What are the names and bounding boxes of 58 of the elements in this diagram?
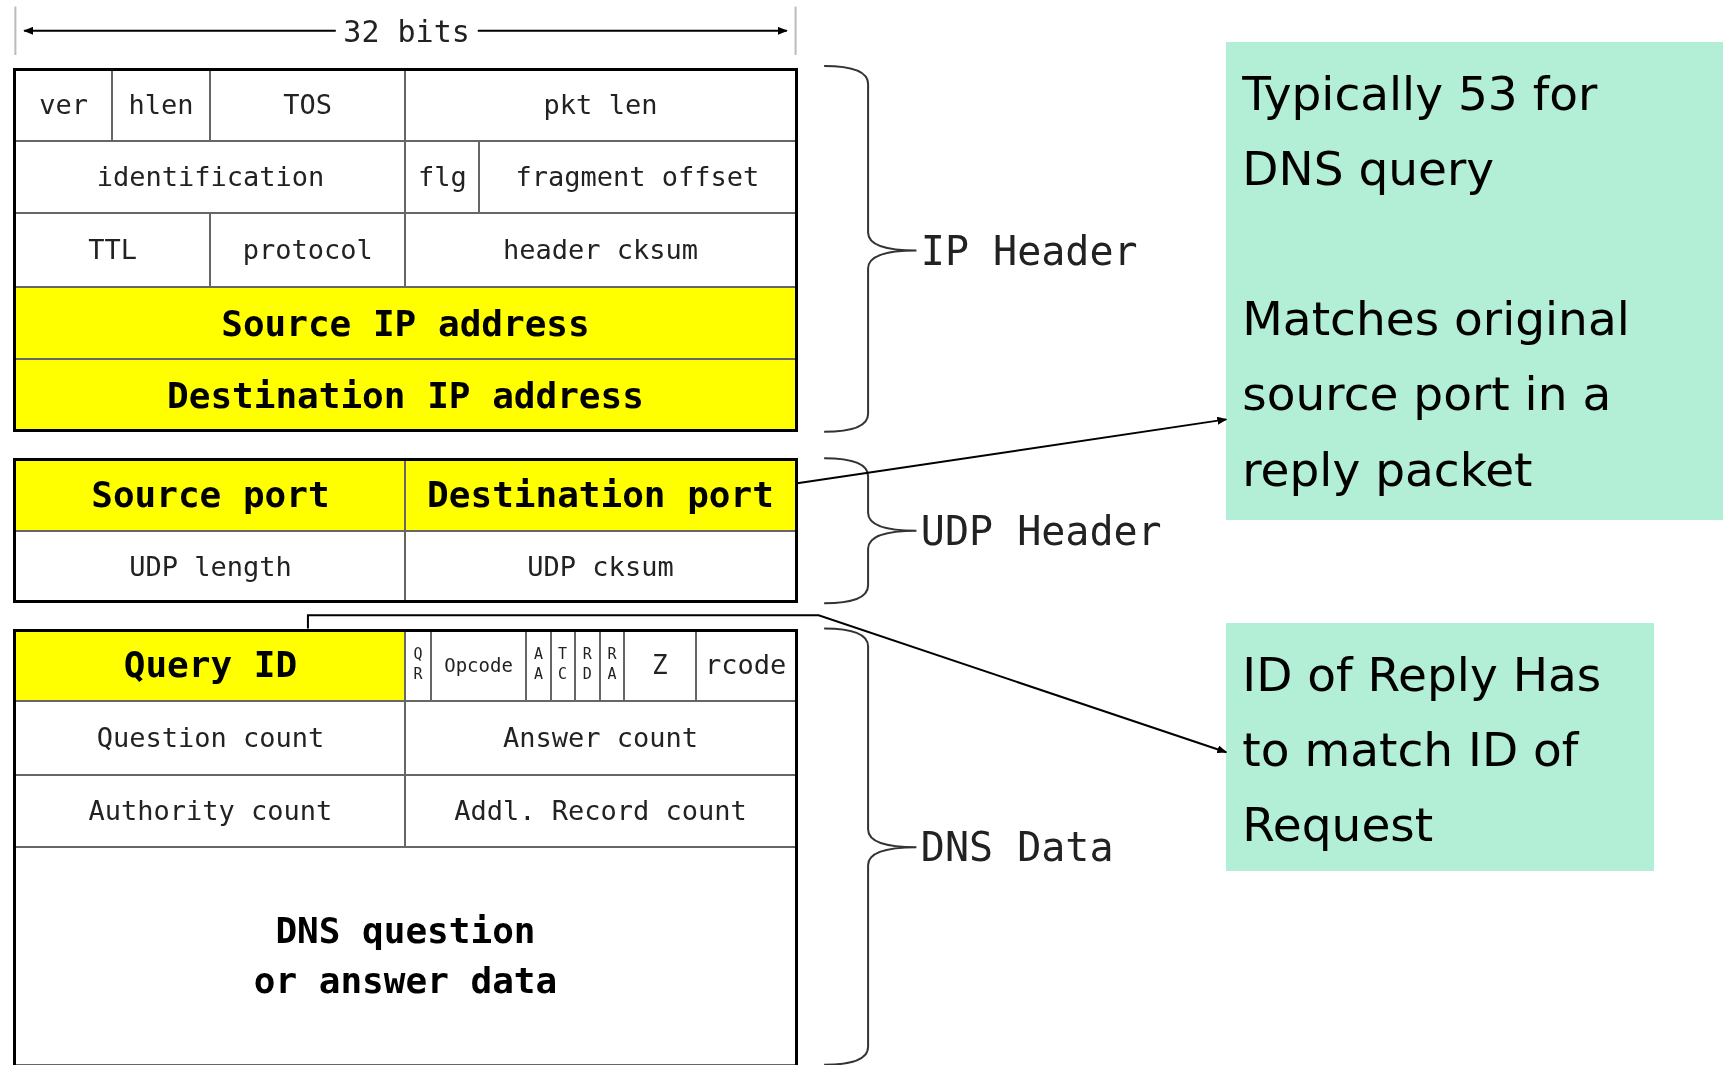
- field-name: UDP cksum: [527, 551, 674, 583]
- field-name: Destination port: [427, 473, 774, 515]
- header-field: [15, 774, 406, 848]
- field-name: RA: [606, 645, 618, 685]
- header-field: [15, 68, 113, 141]
- field-name: Destination IP address: [167, 375, 644, 417]
- field-name: TC: [557, 645, 568, 685]
- field-name: rcode: [704, 649, 787, 681]
- header-field: [209, 213, 406, 287]
- header-field: [15, 458, 406, 531]
- field-name: hlen: [128, 88, 194, 120]
- field-name: Answer count: [502, 722, 699, 754]
- section-label: IP Header: [920, 227, 1138, 274]
- field-name: identification: [96, 161, 325, 193]
- header-field: [112, 68, 210, 141]
- field-name: TOS: [283, 88, 333, 120]
- field-name: Addl. Record count: [454, 795, 747, 827]
- section-label: UDP Header: [920, 507, 1162, 554]
- arrow: [306, 614, 1228, 754]
- field-name: UDP length: [129, 551, 292, 583]
- header-field: [405, 213, 796, 287]
- field-name: Opcode: [444, 653, 513, 676]
- header-field: [405, 701, 796, 775]
- header-field: [479, 140, 796, 214]
- field-name: protocol: [242, 234, 373, 266]
- field-name: Source port: [91, 473, 330, 515]
- note-text: Matches original source port in a reply packet: [1242, 290, 1631, 499]
- header-field: [405, 68, 796, 141]
- field-name: header cksum: [502, 234, 699, 266]
- header-field: [405, 140, 480, 214]
- field-name: Source IP address: [221, 302, 590, 344]
- note-box: [1226, 41, 1723, 520]
- field-name: fragment offset: [515, 161, 760, 193]
- header-field: [15, 701, 406, 775]
- field-name: DNS question or answer data: [252, 908, 559, 1003]
- field-name: TTL: [88, 234, 137, 266]
- field-name: Query ID: [123, 644, 298, 686]
- header-field: [405, 458, 796, 531]
- field-name: Z: [652, 649, 668, 680]
- field-name: QR: [412, 645, 424, 685]
- field-name: RD: [582, 645, 593, 685]
- header-field: [15, 359, 796, 432]
- note-box: [1226, 623, 1654, 872]
- field-name: AA: [533, 645, 544, 685]
- field-name: Authority count: [88, 795, 333, 827]
- header-field: [209, 68, 406, 141]
- field-name: ver: [39, 88, 89, 120]
- header-field: [15, 213, 210, 287]
- field-name: pkt len: [543, 88, 658, 120]
- header-field: [15, 286, 796, 360]
- note-text: Typically 53 for DNS query: [1242, 64, 1599, 198]
- note-text: ID of Reply Has to match ID of Request: [1242, 646, 1603, 855]
- header-field: [15, 847, 796, 1065]
- field-name: Question count: [96, 722, 325, 754]
- section-label: DNS Data: [920, 824, 1114, 871]
- field-name: flg: [417, 161, 467, 193]
- header-field: [405, 774, 796, 848]
- header-field: [15, 140, 406, 214]
